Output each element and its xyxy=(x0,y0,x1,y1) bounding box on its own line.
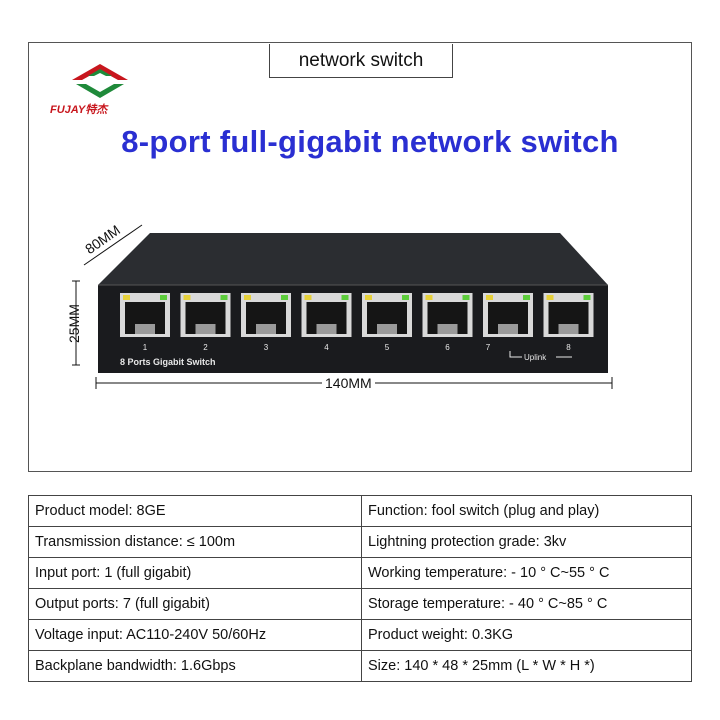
page-title: network switch xyxy=(269,44,453,78)
width-dimension-label: 140MM xyxy=(322,375,375,391)
ethernet-port-icon xyxy=(180,293,231,337)
spec-right-cell: Size: 140 * 48 * 25mm (L * W * H *) xyxy=(361,650,692,682)
spec-left-cell: Voltage input: AC110-240V 50/60Hz xyxy=(28,619,362,651)
uplink-label: Uplink xyxy=(524,353,547,362)
switch-illustration: 8 Ports Gigabit Switch 1 2 3 4 5 6 7 8 Uplink xyxy=(72,224,613,389)
ethernet-port-icon xyxy=(483,293,533,337)
height-dimension-label: 25MM xyxy=(66,304,82,343)
brand-name: FUJAY特杰 xyxy=(50,104,108,116)
ethernet-port-icon xyxy=(362,293,412,337)
spec-left-cell: Backplane bandwidth: 1.6Gbps xyxy=(28,650,362,682)
spec-left-cell: Product model: 8GE xyxy=(28,495,362,527)
product-image-frame xyxy=(28,42,692,472)
spec-right-cell: Lightning protection grade: 3kv xyxy=(361,526,692,558)
spec-row: Output ports: 7 (full gigabit)Storage te… xyxy=(28,588,692,620)
port-number-label: 6 xyxy=(445,343,450,352)
spec-row: Input port: 1 (full gigabit)Working temp… xyxy=(28,557,692,589)
switch-top-face xyxy=(98,233,608,285)
ethernet-port-icon xyxy=(422,293,473,337)
spec-left-cell: Output ports: 7 (full gigabit) xyxy=(28,588,362,620)
port-number-label: 5 xyxy=(385,343,390,352)
product-headline: 8-port full-gigabit network switch xyxy=(121,124,619,159)
spec-right-cell: Storage temperature: - 40 ° C~85 ° C xyxy=(361,588,692,620)
spec-right-cell: Working temperature: - 10 ° C~55 ° C xyxy=(361,557,692,589)
ethernet-port-icon xyxy=(301,293,352,337)
spec-right-cell: Product weight: 0.3KG xyxy=(361,619,692,651)
spec-right-cell: Function: fool switch (plug and play) xyxy=(361,495,692,527)
spec-left-cell: Input port: 1 (full gigabit) xyxy=(28,557,362,589)
port-number-label: 2 xyxy=(203,343,208,352)
port-number-label: 1 xyxy=(143,343,148,352)
spec-left-cell: Transmission distance: ≤ 100m xyxy=(28,526,362,558)
ethernet-port-icon xyxy=(241,293,291,337)
port-number-label: 3 xyxy=(264,343,269,352)
port-number-label: 8 xyxy=(566,343,571,352)
ethernet-port-icon xyxy=(543,293,594,337)
ethernet-port-icon xyxy=(120,293,170,337)
switch-front-label: 8 Ports Gigabit Switch xyxy=(120,357,216,367)
port-number-label: 7 xyxy=(486,343,491,352)
brand-logo-icon xyxy=(72,64,128,98)
port-number-label: 4 xyxy=(324,343,329,352)
